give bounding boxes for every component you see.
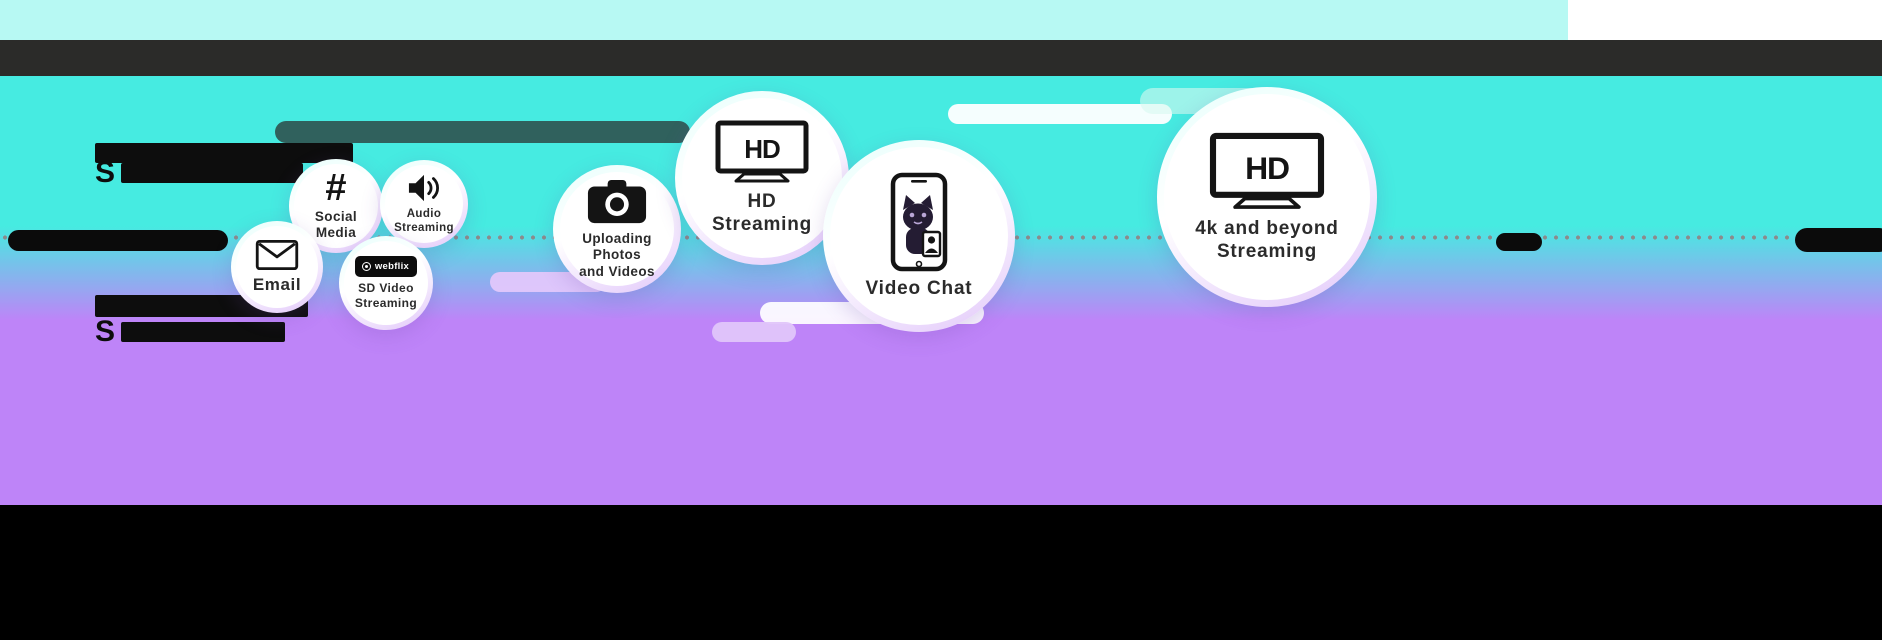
- redacted-bar: [121, 163, 304, 183]
- bubble-face: Audio Streaming: [385, 165, 463, 243]
- tv-logo-text: HD: [744, 134, 780, 164]
- bubble-sd-video-streaming: webflix SD Video Streaming: [339, 236, 433, 330]
- camera-icon: [587, 180, 647, 224]
- bubble-label: Video Chat: [865, 277, 973, 299]
- speaker-icon: [408, 175, 439, 202]
- bubble-label: 4k and beyond Streaming: [1195, 217, 1339, 262]
- decor-pill-lavender-mid: [712, 322, 796, 342]
- bubble-face: Uploading Photos and Videos: [560, 172, 674, 286]
- bubble-label: SD Video Streaming: [354, 281, 418, 310]
- bubble-4k-streaming: HD 4k and beyond Streaming: [1157, 87, 1377, 307]
- bubble-label: Email: [252, 274, 302, 294]
- bubble-label: Social Media: [314, 208, 358, 241]
- hashtag-icon: #: [325, 166, 347, 209]
- hd-tv-icon: HD: [715, 120, 809, 183]
- bubble-face: Email: [236, 226, 318, 308]
- decor-pill-white-top: [948, 104, 1172, 124]
- redacted-heading-bar: [95, 143, 353, 163]
- video-chat-phone-icon: [890, 172, 948, 271]
- bubble-email: Email: [231, 221, 323, 313]
- bubble-label: Uploading Photos and Videos: [579, 231, 655, 279]
- redacted-bar: [121, 322, 286, 342]
- webflix-brand-text: webflix: [374, 261, 410, 273]
- bubble-audio-streaming: Audio Streaming: [380, 160, 468, 248]
- tv-logo-text: HD: [1245, 150, 1289, 186]
- envelope-icon: [255, 239, 299, 270]
- bubble-face: Video Chat: [830, 147, 1008, 325]
- bubble-label: HD Streaming: [711, 191, 813, 235]
- bubble-video-chat: Video Chat: [823, 140, 1015, 332]
- hd-tv-icon: HD: [1209, 132, 1325, 209]
- dotted-line-black-segment-small: [1496, 233, 1542, 251]
- top-dark-bar: [0, 40, 1882, 76]
- decor-pill-dark-teal: [275, 121, 690, 143]
- bottom-black-bar: [0, 505, 1882, 640]
- webflix-dot-icon: [361, 262, 371, 272]
- webflix-logo-icon: webflix: [354, 256, 418, 278]
- redacted-heading-line: S: [95, 315, 286, 348]
- redacted-prefix-letter: S: [95, 315, 117, 348]
- bubble-hd-streaming: HD HD Streaming: [675, 91, 849, 265]
- bubble-uploading-photos: Uploading Photos and Videos: [553, 165, 681, 293]
- bubble-face: HD 4k and beyond Streaming: [1164, 94, 1370, 300]
- dotted-line-black-segment-right: [1795, 228, 1882, 252]
- redacted-heading-line: S: [95, 156, 304, 189]
- bubble-label: Audio Streaming: [394, 208, 454, 234]
- redacted-prefix-letter: S: [95, 156, 117, 189]
- top-right-white-band: [1568, 0, 1882, 40]
- bubble-face: HD HD Streaming: [682, 98, 842, 258]
- dotted-line-black-segment-left: [8, 230, 228, 251]
- bubble-face: webflix SD Video Streaming: [344, 241, 428, 325]
